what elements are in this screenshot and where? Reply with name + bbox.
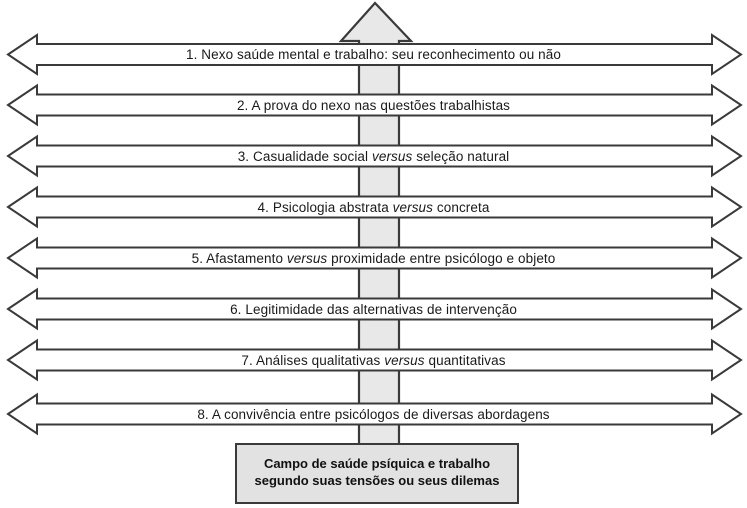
bidirectional-arrow-4 bbox=[6, 185, 743, 229]
label-post-5: proximidade entre psicólogo e objeto bbox=[327, 251, 556, 266]
arrow-label-2: 2. A prova do nexo nas questões trabalhi… bbox=[0, 99, 747, 113]
upward-arrow-shape bbox=[338, 1, 414, 454]
bidirectional-arrow-1 bbox=[6, 33, 743, 76]
label-italic-7: versus bbox=[384, 353, 425, 368]
bidirectional-arrow-2 bbox=[6, 83, 743, 127]
bottom-summary-line2: segundo suas tensões ou seus dilemas bbox=[254, 473, 500, 488]
arrow-label-7: 7. Análises qualitativas versus quantita… bbox=[0, 354, 747, 368]
bidirectional-arrow-8 bbox=[6, 392, 743, 436]
label-pre-3: 3. Casualidade social bbox=[237, 149, 372, 164]
bidirectional-arrow-6 bbox=[6, 287, 743, 331]
label-italic-4: versus bbox=[392, 200, 434, 215]
arrow-label-5: 5. Afastamento versus proximidade entre … bbox=[0, 252, 747, 266]
arrow-label-3: 3. Casualidade social versus seleção nat… bbox=[0, 150, 747, 164]
arrow-label-1: 1. Nexo saúde mental e trabalho: seu rec… bbox=[0, 48, 747, 62]
label-pre-6: 6. Legitimidade das alternativas de inte… bbox=[230, 302, 517, 317]
label-post-3: seleção natural bbox=[412, 149, 510, 164]
arrow-label-4: 4. Psicologia abstrata versus concreta bbox=[0, 201, 747, 215]
label-italic-5: versus bbox=[286, 251, 328, 266]
label-italic-3: versus bbox=[371, 149, 413, 164]
bidirectional-arrow-5 bbox=[6, 236, 743, 280]
bottom-summary-line1: Campo de saúde psíquica e trabalho bbox=[263, 456, 491, 471]
label-pre-1: 1. Nexo saúde mental e trabalho: seu rec… bbox=[185, 47, 562, 62]
bidirectional-arrow-3 bbox=[6, 134, 743, 178]
arrow-label-8: 8. A convivência entre psicólogos de div… bbox=[0, 408, 747, 422]
label-post-7: quantitativas bbox=[424, 353, 506, 368]
label-pre-5: 5. Afastamento bbox=[191, 251, 287, 266]
label-pre-7: 7. Análises qualitativas bbox=[241, 353, 385, 368]
label-pre-8: 8. A convivência entre psicólogos de div… bbox=[197, 407, 550, 422]
arrow-label-6: 6. Legitimidade das alternativas de inte… bbox=[0, 303, 747, 317]
label-pre-4: 4. Psicologia abstrata bbox=[257, 200, 393, 215]
bottom-summary-box bbox=[235, 443, 519, 504]
upward-synthesis-arrow bbox=[338, 1, 414, 454]
bidirectional-arrow-7 bbox=[6, 338, 743, 382]
label-pre-2: 2. A prova do nexo nas questões trabalhi… bbox=[236, 98, 511, 113]
bottom-summary-label: Campo de saúde psíquica e trabalho segun… bbox=[236, 455, 518, 489]
label-post-4: concreta bbox=[433, 200, 490, 215]
